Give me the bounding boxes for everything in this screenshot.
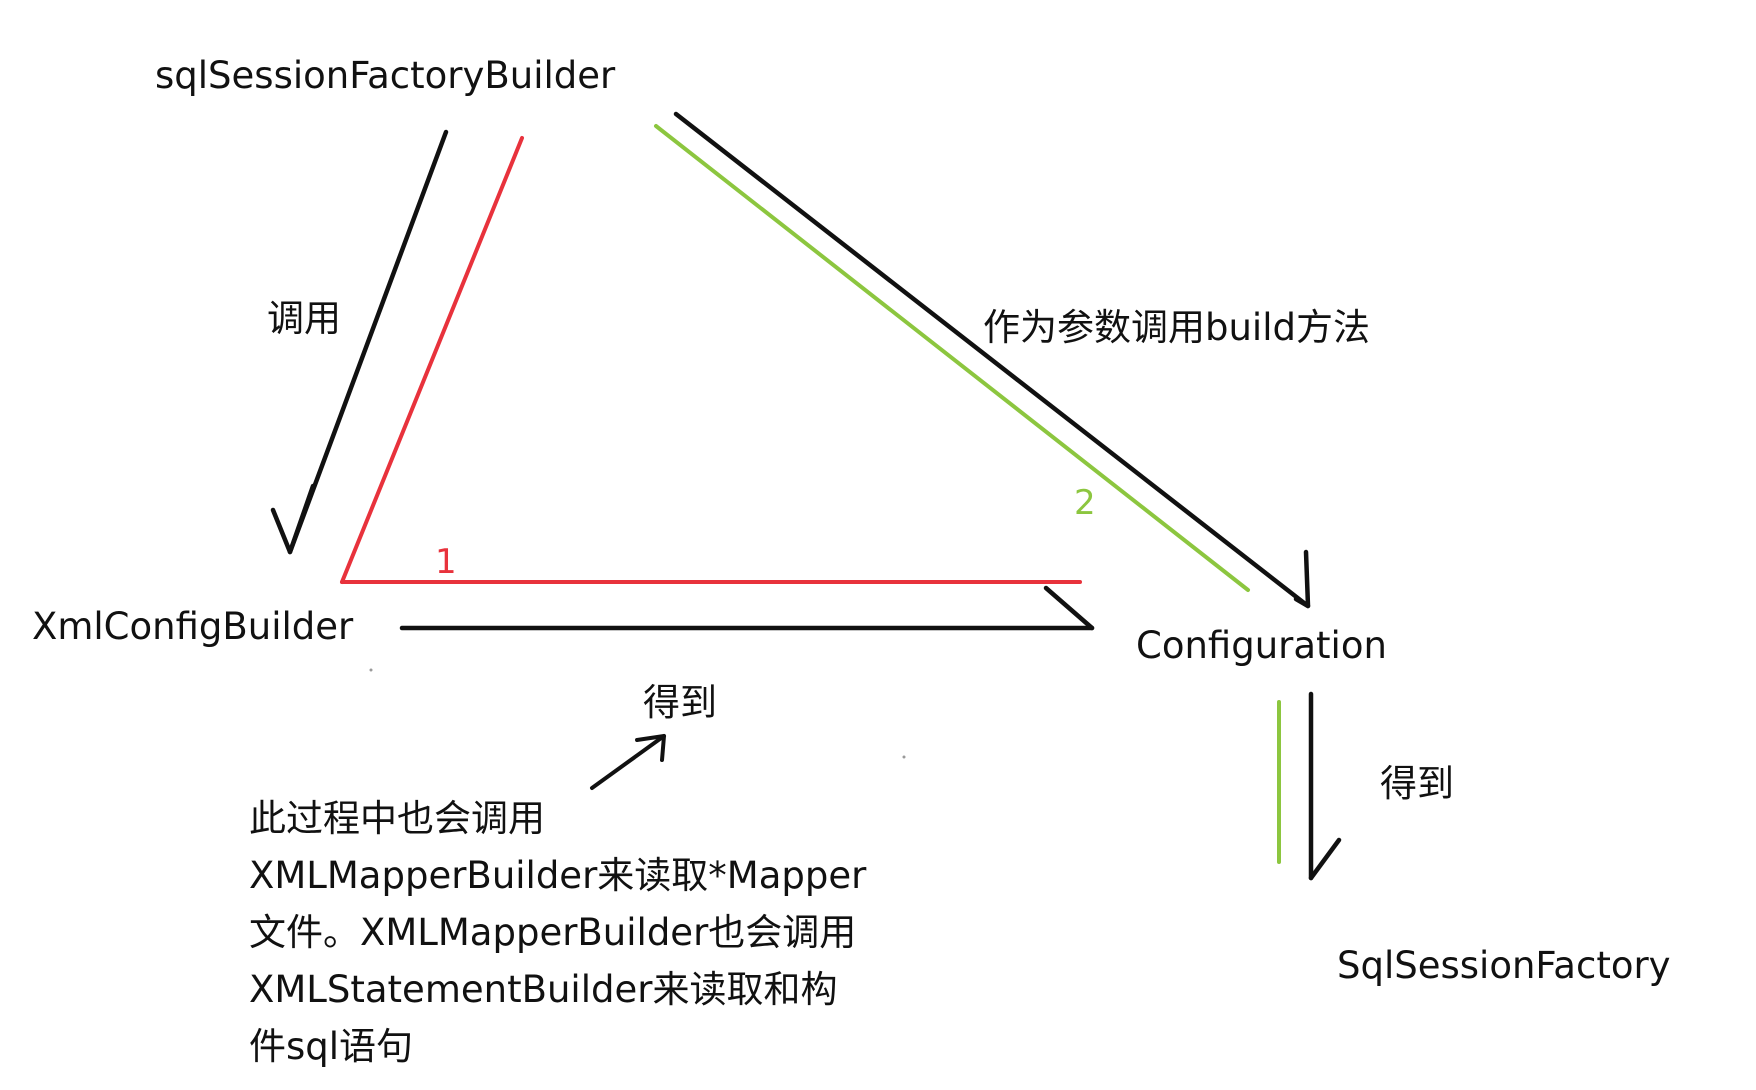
- step-2-label: 2: [1074, 483, 1096, 523]
- build-arrow-head: [1293, 549, 1311, 609]
- get-label-right: 得到: [1380, 762, 1454, 805]
- speck-left: [369, 668, 373, 672]
- xml-config-builder-node: XmlConfigBuilder: [32, 605, 354, 648]
- note-pointer-line: [590, 734, 666, 790]
- red-path-upper: [340, 136, 524, 584]
- note-line-2: XMLMapperBuilder来读取*Mapper: [249, 854, 867, 897]
- note-line-1: 此过程中也会调用: [249, 797, 545, 840]
- call-label: 调用: [267, 297, 341, 340]
- configuration-node: Configuration: [1136, 624, 1387, 667]
- note-line-4: XMLStatementBuilder来读取和构: [249, 968, 838, 1011]
- note-line-3: 文件。XMLMapperBuilder也会调用: [249, 911, 857, 954]
- speck-center: [902, 755, 906, 759]
- call-arrow-line: [287, 129, 449, 555]
- green-path-diagonal: [654, 124, 1250, 592]
- build-label: 作为参数调用build方法: [983, 306, 1370, 349]
- note-line-5: 件sql语句: [249, 1025, 414, 1068]
- result-arrow-head: [1308, 837, 1342, 881]
- step-1-label: 1: [435, 542, 457, 582]
- sql-session-factory-builder-node: sqlSessionFactoryBuilder: [155, 54, 616, 97]
- get-label-middle: 得到: [643, 681, 717, 724]
- sql-session-factory-node: SqlSessionFactory: [1337, 944, 1671, 987]
- call-arrow-head: [270, 483, 316, 555]
- note-pointer-head: [635, 734, 666, 762]
- process-note: 此过程中也会调用 XMLMapperBuilder来读取*Mapper 文件。X…: [249, 790, 866, 1075]
- build-arrow-line: [673, 111, 1311, 609]
- get-arrow-head: [1043, 585, 1095, 631]
